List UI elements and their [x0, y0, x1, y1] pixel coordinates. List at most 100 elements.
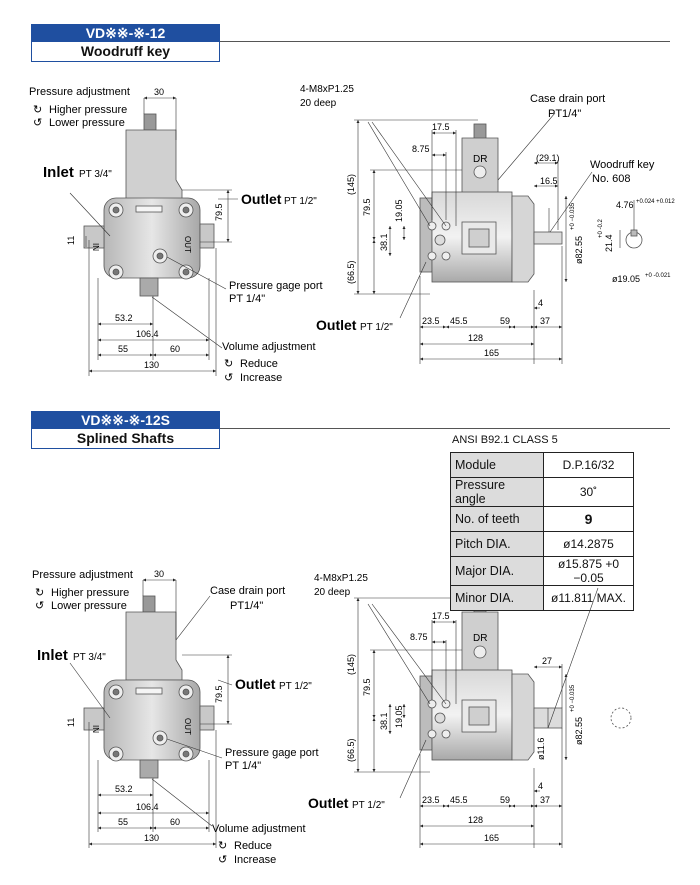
dim-38-1: 38.1 [379, 712, 389, 730]
spec-value: D.P.16/32 [543, 452, 634, 478]
woodruff-label: Woodruff key [590, 159, 655, 171]
section-code: VD※※-※-12S [31, 411, 220, 429]
outlet-size: PT 1/2" [279, 681, 312, 692]
dim-45-5: 45.5 [450, 316, 468, 326]
spec-value: ø11.811 MAX. [543, 585, 634, 611]
bolt-depth: 20 deep [314, 587, 351, 598]
dim-4: 4 [538, 298, 543, 308]
front-view-bottom [83, 595, 215, 779]
pressure-adjustment-label: Pressure adjustment [29, 86, 130, 98]
dim-55: 55 [118, 344, 128, 354]
spec-key: Minor DIA. [450, 585, 544, 611]
dim-55: 55 [118, 817, 128, 827]
dim-130: 130 [144, 360, 159, 370]
dim-11: 11 [66, 718, 76, 727]
spec-key: No. of teeth [450, 506, 544, 532]
gage-port-size: PT 1/4" [229, 293, 265, 305]
reduce-label: Reduce [234, 840, 272, 852]
spec-standard: ANSI B92.1 CLASS 5 [452, 434, 558, 446]
dim-11-6: ø11.6 [536, 738, 546, 760]
case-drain-size: PT1/4" [230, 600, 263, 612]
dim-60: 60 [170, 817, 180, 827]
dim-17-5: 17.5 [432, 611, 450, 621]
higher-pressure-icon: ↻ [35, 587, 44, 599]
dim-37: 37 [540, 795, 550, 805]
dim-27: 27 [542, 656, 552, 666]
front-view-top [83, 113, 215, 297]
case-drain-label: Case drain port [210, 585, 285, 597]
volume-adjustment-label: Volume adjustment [222, 341, 316, 353]
outlet-label-side: Outlet [316, 317, 357, 333]
section-header-splined: VD※※-※-12S Splined Shafts [31, 411, 220, 449]
dim-8-75: 8.75 [410, 632, 428, 642]
spec-row: Major DIA.ø15.875 +0 −0.05 [450, 556, 634, 586]
volume-adjustment-label: Volume adjustment [212, 823, 306, 835]
tol-82-55: +0 −0.035 [570, 684, 576, 712]
side-dims-bottom [354, 587, 599, 848]
dim-37: 37 [540, 316, 550, 326]
out-label: OUT [183, 718, 192, 735]
lower-pressure-label: Lower pressure [51, 600, 127, 612]
dim-82-55: ø82.55 [574, 717, 584, 745]
header-rule [220, 41, 670, 42]
gage-port-label: Pressure gage port [225, 747, 319, 759]
outlet-size-side: PT 1/2" [360, 322, 393, 333]
side-dims-top [354, 112, 635, 364]
dim-165: 165 [484, 833, 499, 843]
spec-row: Minor DIA.ø11.811 MAX. [450, 585, 634, 611]
inlet-size: PT 3/4" [73, 652, 106, 663]
spec-key: Pressure angle [450, 477, 544, 507]
tol-82-55: +0 −0.035 [570, 202, 576, 230]
gage-port-size: PT 1/4" [225, 760, 261, 772]
higher-pressure-label: Higher pressure [49, 104, 127, 116]
dim-4: 4 [538, 781, 543, 791]
dim-16-5: 16.5 [540, 176, 558, 186]
dim-23-5: 23.5 [422, 795, 440, 805]
lower-pressure-icon: ↺ [33, 117, 42, 129]
tol-21-4: +0 -0.2 [598, 218, 604, 238]
dim-45-5: 45.5 [450, 795, 468, 805]
lower-pressure-label: Lower pressure [49, 117, 125, 129]
dim-145: (145) [346, 654, 356, 675]
spec-key: Module [450, 452, 544, 478]
reduce-label: Reduce [240, 358, 278, 370]
case-drain-size: PT1/4" [548, 108, 581, 120]
bolt-label: 4-M8xP1.25 [300, 84, 354, 95]
outlet-label: Outlet [235, 676, 276, 692]
spec-value: 9 [543, 506, 634, 532]
dim-79-5-side: 79.5 [362, 678, 372, 696]
dim-30: 30 [154, 87, 164, 97]
spec-row: Pitch DIA.ø14.2875 [450, 531, 634, 557]
woodruff-no: No. 608 [592, 173, 631, 185]
spec-key: Major DIA. [450, 556, 544, 586]
higher-pressure-label: Higher pressure [51, 587, 129, 599]
in-label: IN [91, 243, 100, 251]
case-drain-label: Case drain port [530, 93, 605, 105]
in-label: IN [91, 725, 100, 733]
dim-17-5: 17.5 [432, 122, 450, 132]
dim-128: 128 [468, 333, 483, 343]
out-label: OUT [183, 236, 192, 253]
dim-29-1: (29.1) [536, 153, 560, 163]
dim-19-05: 19.05 [394, 199, 404, 222]
dim-30: 30 [154, 569, 164, 579]
dim-38-1: 38.1 [379, 233, 389, 251]
header-rule [220, 428, 670, 429]
reduce-icon: ↻ [224, 358, 233, 370]
dim-145: (145) [346, 174, 356, 195]
inlet-size: PT 3/4" [79, 169, 112, 180]
dim-23-5: 23.5 [422, 316, 440, 326]
increase-label: Increase [234, 854, 276, 866]
dim-59: 59 [500, 795, 510, 805]
dim-128: 128 [468, 815, 483, 825]
bolt-label: 4-M8xP1.25 [314, 573, 368, 584]
increase-icon: ↺ [218, 854, 227, 866]
dim-66-5: (66.5) [346, 738, 356, 762]
dim-165: 165 [484, 348, 499, 358]
reduce-icon: ↻ [218, 840, 227, 852]
dim-106-4: 106.4 [136, 329, 159, 339]
dim-59: 59 [500, 316, 510, 326]
